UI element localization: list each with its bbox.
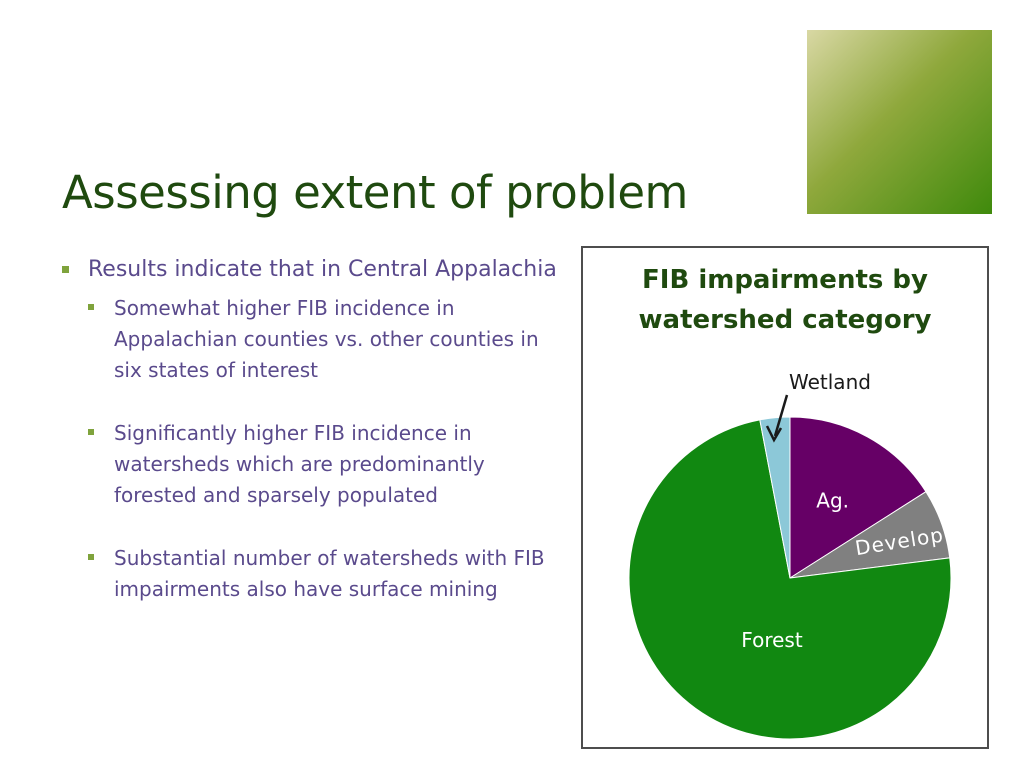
bullet-main: Results indicate that in Central Appalac… bbox=[62, 254, 562, 605]
square-bullet-icon bbox=[62, 266, 69, 273]
square-bullet-icon bbox=[88, 304, 94, 310]
pie-slice-ag bbox=[789, 416, 927, 579]
arrow-head-icon bbox=[765, 425, 783, 443]
pie-slice-forest bbox=[628, 419, 952, 740]
sub-bullet: Significantly higher FIB incidence in wa… bbox=[88, 418, 562, 511]
slice-label-wetland: Wetland bbox=[789, 370, 871, 394]
decorative-gradient-square bbox=[807, 30, 992, 214]
bullet-list: Results indicate that in Central Appalac… bbox=[62, 254, 562, 637]
bullet-main-text: Results indicate that in Central Appalac… bbox=[88, 257, 557, 282]
pie-slice-wetland bbox=[759, 416, 791, 579]
slide-title: Assessing extent of problem bbox=[62, 166, 688, 219]
chart-panel: FIB impairments by watershed category Ag… bbox=[581, 246, 989, 749]
sub-bullet: Somewhat higher FIB incidence in Appalac… bbox=[88, 293, 562, 386]
callout-arrow-line bbox=[773, 394, 789, 437]
sub-bullet-text: Somewhat higher FIB incidence in Appalac… bbox=[114, 296, 539, 382]
square-bullet-icon bbox=[88, 429, 94, 435]
slice-label-ag: Ag. bbox=[816, 488, 849, 512]
sub-bullet-text: Substantial number of watersheds with FI… bbox=[114, 546, 545, 601]
square-bullet-icon bbox=[88, 554, 94, 560]
sub-bullet: Substantial number of watersheds with FI… bbox=[88, 543, 562, 605]
sub-bullet-list: Somewhat higher FIB incidence in Appalac… bbox=[88, 293, 562, 605]
slice-label-forest: Forest bbox=[741, 628, 803, 652]
chart-title: FIB impairments by watershed category bbox=[638, 265, 932, 335]
sub-bullet-text: Significantly higher FIB incidence in wa… bbox=[114, 421, 485, 507]
